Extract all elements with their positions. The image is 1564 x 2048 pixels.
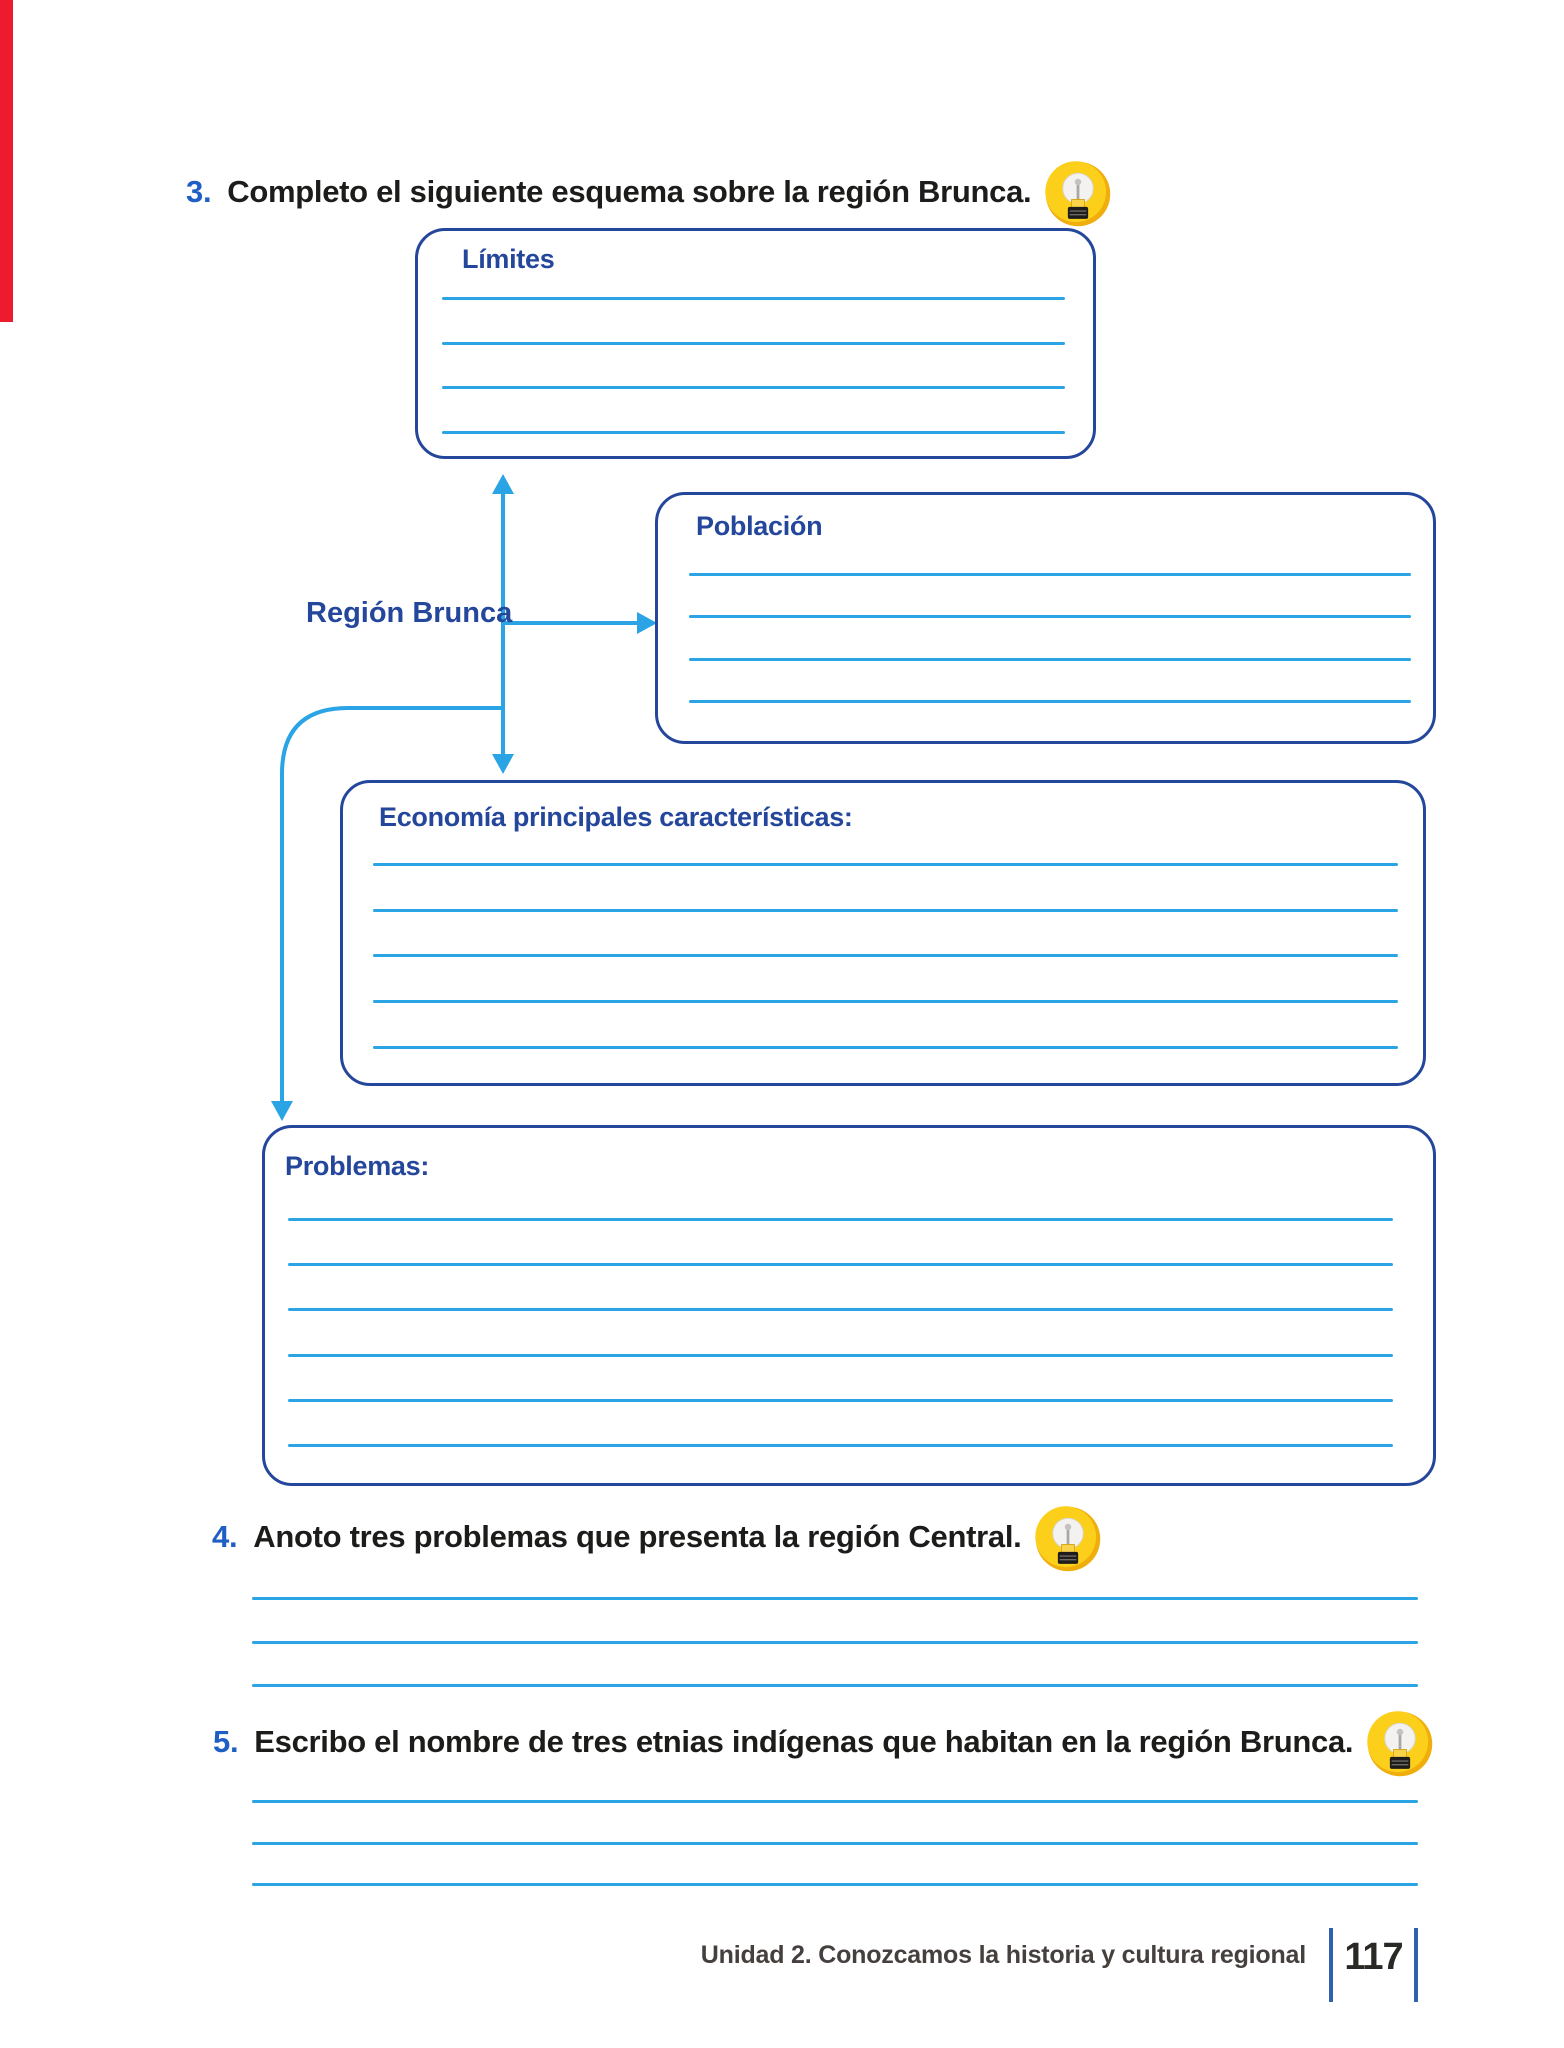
answer-line[interactable] — [373, 1000, 1398, 1004]
economia-answer-lines[interactable] — [373, 783, 1398, 1083]
answer-line[interactable] — [689, 657, 1411, 661]
limites-box: Límites — [415, 228, 1096, 459]
page-number-right-bar — [1414, 1928, 1418, 2002]
question-4: 4. Anoto tres problemas que presenta la … — [212, 1506, 1103, 1574]
answer-line[interactable] — [252, 1800, 1418, 1803]
page-number: 117 — [1344, 1936, 1403, 1978]
answer-line[interactable] — [288, 1308, 1393, 1312]
answer-line[interactable] — [288, 1398, 1393, 1402]
question-4-number: 4. — [212, 1519, 238, 1554]
economia-box: Economía principales características: — [340, 780, 1426, 1086]
footer-unit-title: Unidad 2. Conozcamos la historia y cultu… — [700, 1941, 1306, 1969]
question-4-text: Anoto tres problemas que presenta la reg… — [253, 1519, 1022, 1554]
lightbulb-icon — [1045, 161, 1111, 227]
problemas-answer-lines[interactable] — [288, 1128, 1393, 1483]
economia-title: Economía principales características: — [379, 802, 853, 832]
answer-line[interactable] — [288, 1444, 1393, 1447]
answer-line[interactable] — [288, 1263, 1393, 1267]
answer-line[interactable] — [689, 615, 1411, 619]
question-5: 5. Escribo el nombre de tres etnias indí… — [213, 1711, 1435, 1779]
question-4-answer-lines[interactable] — [252, 1580, 1418, 1710]
poblacion-box: Población — [655, 492, 1436, 744]
answer-line[interactable] — [442, 341, 1065, 345]
answer-line[interactable] — [442, 297, 1065, 300]
answer-line[interactable] — [252, 1640, 1418, 1644]
answer-line[interactable] — [288, 1353, 1393, 1357]
limites-answer-lines[interactable] — [442, 231, 1065, 456]
answer-line[interactable] — [252, 1684, 1418, 1687]
question-5-answer-lines[interactable] — [252, 1780, 1418, 1910]
page-edge-red-tab — [0, 0, 13, 322]
poblacion-answer-lines[interactable] — [689, 495, 1411, 741]
problemas-box: Problemas: — [262, 1125, 1436, 1486]
lightbulb-icon — [1367, 1711, 1433, 1777]
answer-line[interactable] — [373, 908, 1398, 912]
region-brunca-label: Región Brunca — [306, 597, 513, 629]
answer-line[interactable] — [288, 1218, 1393, 1221]
answer-line[interactable] — [373, 954, 1398, 958]
poblacion-title: Población — [696, 511, 823, 541]
question-5-number: 5. — [213, 1724, 239, 1759]
answer-line[interactable] — [252, 1841, 1418, 1845]
answer-line[interactable] — [252, 1597, 1418, 1600]
answer-line[interactable] — [689, 573, 1411, 576]
lightbulb-icon — [1035, 1506, 1101, 1572]
problemas-title: Problemas: — [285, 1151, 430, 1181]
limites-title: Límites — [462, 244, 555, 274]
answer-line[interactable] — [442, 430, 1065, 434]
page-number-left-bar — [1329, 1928, 1333, 2002]
question-3: 3. Completo el siguiente esquema sobre l… — [186, 161, 1113, 229]
answer-line[interactable] — [252, 1883, 1418, 1886]
answer-line[interactable] — [373, 863, 1398, 866]
answer-line[interactable] — [689, 699, 1411, 703]
answer-line[interactable] — [442, 386, 1065, 389]
question-3-text: Completo el siguiente esquema sobre la r… — [227, 174, 1032, 209]
question-3-number: 3. — [186, 174, 212, 209]
question-5-text: Escribo el nombre de tres etnias indígen… — [254, 1724, 1354, 1759]
answer-line[interactable] — [373, 1045, 1398, 1049]
